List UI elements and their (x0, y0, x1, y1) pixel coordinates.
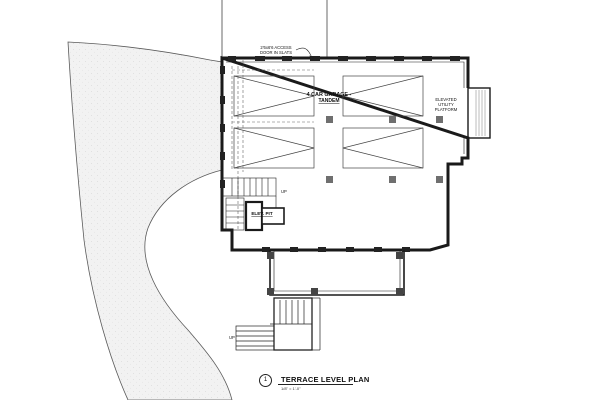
access-door-leader (295, 47, 315, 61)
dashed-overhead-lines (231, 60, 314, 230)
elevator-pit (244, 200, 285, 232)
upper-outline (221, 0, 328, 58)
elev-pit-label: ELEV. PIT (251, 211, 272, 216)
bottom-wall-slats (262, 247, 410, 252)
top-wall-slats (228, 56, 460, 61)
garage-label-line1: 4 CAR GARAGE - (307, 92, 352, 98)
drawing-number-circle: 1 (259, 374, 272, 387)
stair-up-label: UP (281, 189, 287, 194)
terrace-deck (269, 250, 405, 296)
terrace-piers (267, 252, 403, 295)
exterior-stair-up-label: UP (229, 335, 235, 340)
platform-label-line3: PLATFORM (435, 107, 458, 112)
driveway (67, 41, 233, 400)
utility-platform (467, 87, 491, 139)
drawing-scale: 1/8" = 1'-0" (281, 386, 301, 391)
title-underline (278, 384, 353, 385)
parking-bays (233, 75, 424, 169)
platform-label-line1: ELEVATED (435, 97, 456, 102)
garage-walls (220, 55, 470, 252)
exterior-stair (235, 297, 321, 351)
access-door-label-line1: 2'6x6'6 ACCESS (260, 45, 291, 50)
drawing-title: TERRACE LEVEL PLAN (281, 375, 370, 384)
interior-stair (221, 177, 277, 231)
drawing-number: 1 (263, 377, 268, 383)
left-wall-slats (220, 66, 225, 188)
platform-label-line2: UTILITY (438, 102, 454, 107)
column-piers (326, 116, 443, 183)
access-door-label-line2: DOOR IN SLATS (260, 50, 292, 55)
garage-label-line2: TANDEM (318, 98, 339, 104)
